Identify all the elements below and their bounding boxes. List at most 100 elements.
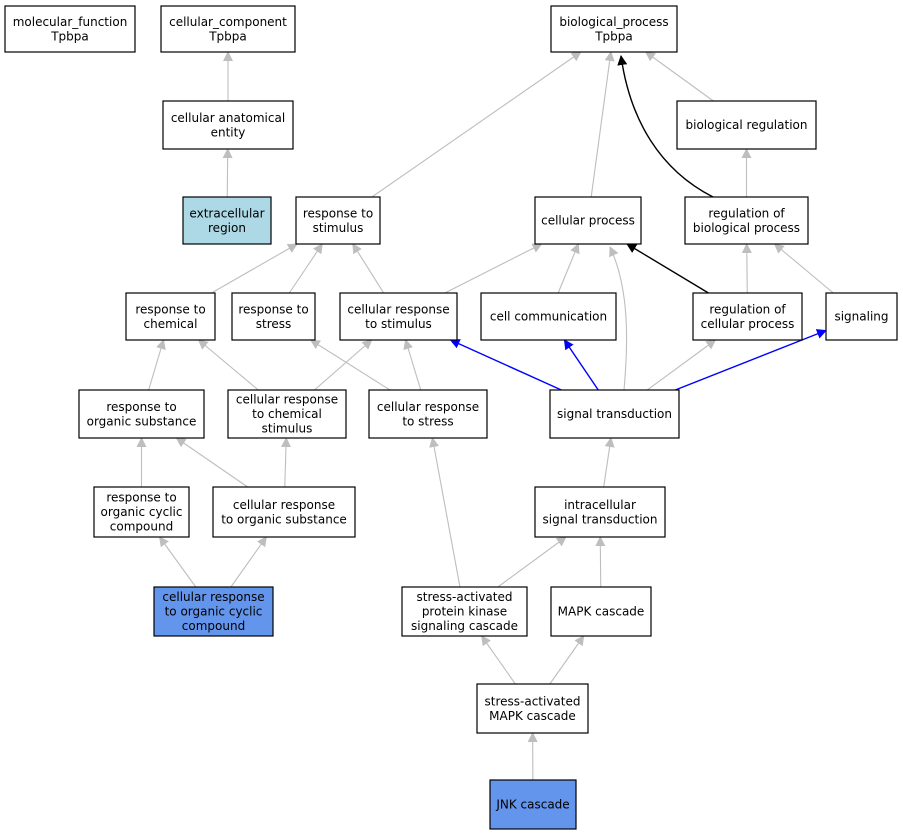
edge-sigtrans-to-cell_resp_stim — [449, 339, 562, 391]
node-label-line: cellular response — [377, 400, 479, 414]
node-label-line: biological_process — [559, 15, 668, 29]
edge-cell_resp_org-to-resp_org — [175, 437, 248, 488]
node-box — [125, 292, 216, 341]
node-label-line: to organic cyclic — [165, 605, 263, 619]
node-box — [550, 586, 652, 637]
node-label-line: to stimulus — [365, 317, 432, 331]
node-box — [534, 486, 666, 538]
node-cellcomm[interactable]: cell communication — [480, 292, 617, 341]
edge-cell_resp_chem-to-cell_resp_stim — [314, 339, 373, 391]
node-box — [825, 292, 898, 341]
node-label-line: response to — [106, 491, 176, 505]
node-box — [368, 389, 488, 439]
edge-signaling-to-regbio — [773, 243, 834, 294]
node-label-line: stress — [256, 317, 292, 331]
edge-sigtrans-to-regcell — [646, 339, 717, 391]
node-label-line: to chemical — [252, 407, 322, 421]
edge-extra-to-cae — [222, 148, 233, 198]
node-label-line: cell communication — [490, 310, 607, 324]
node-box — [231, 292, 316, 341]
edge-mapk-to-intra — [595, 536, 606, 588]
node-mapk[interactable]: MAPK cascade — [550, 586, 652, 637]
edge-cell_resp_stim-to-cellproc — [444, 243, 543, 294]
node-box — [549, 389, 680, 439]
node-label-line: protein kinase — [422, 605, 507, 619]
node-label-line: signaling cascade — [411, 619, 518, 633]
node-label-line: biological process — [693, 221, 800, 235]
edge-resp_chem-to-resp_stim — [211, 243, 298, 294]
node-label-line: cellular response — [236, 393, 338, 407]
node-label-line: organic cyclic — [101, 505, 183, 519]
node-box — [692, 292, 803, 341]
node-label-line: stimulus — [313, 221, 364, 235]
node-label-line: JNK cascade — [495, 798, 569, 812]
node-label-line: cellular anatomical — [171, 111, 285, 125]
edge-cell_resp_cyclic-to-resp_cyclic — [159, 536, 197, 588]
edge-layer — [136, 51, 834, 781]
node-box — [550, 5, 678, 53]
node-label-line: cellular response — [162, 590, 264, 604]
edge-resp_stress-to-resp_stim — [288, 243, 323, 294]
node-label-line: cellular response — [233, 498, 335, 512]
node-label-line: organic substance — [87, 414, 197, 428]
node-label-line: stress-activated — [417, 590, 513, 604]
edge-resp_stim-to-bp — [371, 51, 582, 198]
node-box — [93, 486, 190, 538]
node-signaling[interactable]: signaling — [825, 292, 898, 341]
edge-intra-to-sigtrans — [603, 437, 615, 488]
node-label-line: MAPK cascade — [489, 709, 576, 723]
node-box — [160, 5, 296, 53]
node-box — [4, 5, 136, 53]
edge-cell_resp_stim-to-resp_stim — [352, 243, 385, 294]
edge-samapk-to-mapk — [549, 635, 585, 685]
node-jnk[interactable]: JNK cascade — [489, 779, 577, 830]
node-cellproc[interactable]: cellular process — [534, 196, 642, 245]
node-label-line: regulation of — [709, 302, 786, 316]
node-box — [212, 486, 356, 538]
node-label-line: cellular response — [347, 302, 449, 316]
node-label-line: compound — [182, 619, 245, 633]
node-sigtrans[interactable]: signal transduction — [549, 389, 680, 439]
node-label-line: signal transduction — [557, 407, 672, 421]
node-box — [339, 292, 458, 341]
edge-cell_resp_stress-to-resp_stress — [309, 339, 391, 391]
edge-cell_resp_stress-to-cell_resp_stim — [403, 339, 422, 391]
node-label-line: Tpbpa — [208, 29, 247, 43]
node-box — [162, 100, 294, 150]
node-biolreg[interactable]: biological regulation — [676, 100, 817, 150]
node-label-line: biological regulation — [686, 118, 808, 132]
node-box — [153, 586, 274, 637]
node-label-line: stress-activated — [485, 694, 581, 708]
node-label-line: response to — [303, 206, 373, 220]
node-box — [684, 196, 809, 245]
node-box — [401, 586, 528, 637]
node-label-line: region — [208, 221, 246, 235]
edge-sapk-to-intra — [497, 536, 567, 588]
edge-sigtrans-to-cellproc — [609, 246, 628, 391]
node-label-line: response to — [106, 400, 176, 414]
node-label-line: cellular process — [701, 317, 795, 331]
node-box — [78, 389, 205, 439]
